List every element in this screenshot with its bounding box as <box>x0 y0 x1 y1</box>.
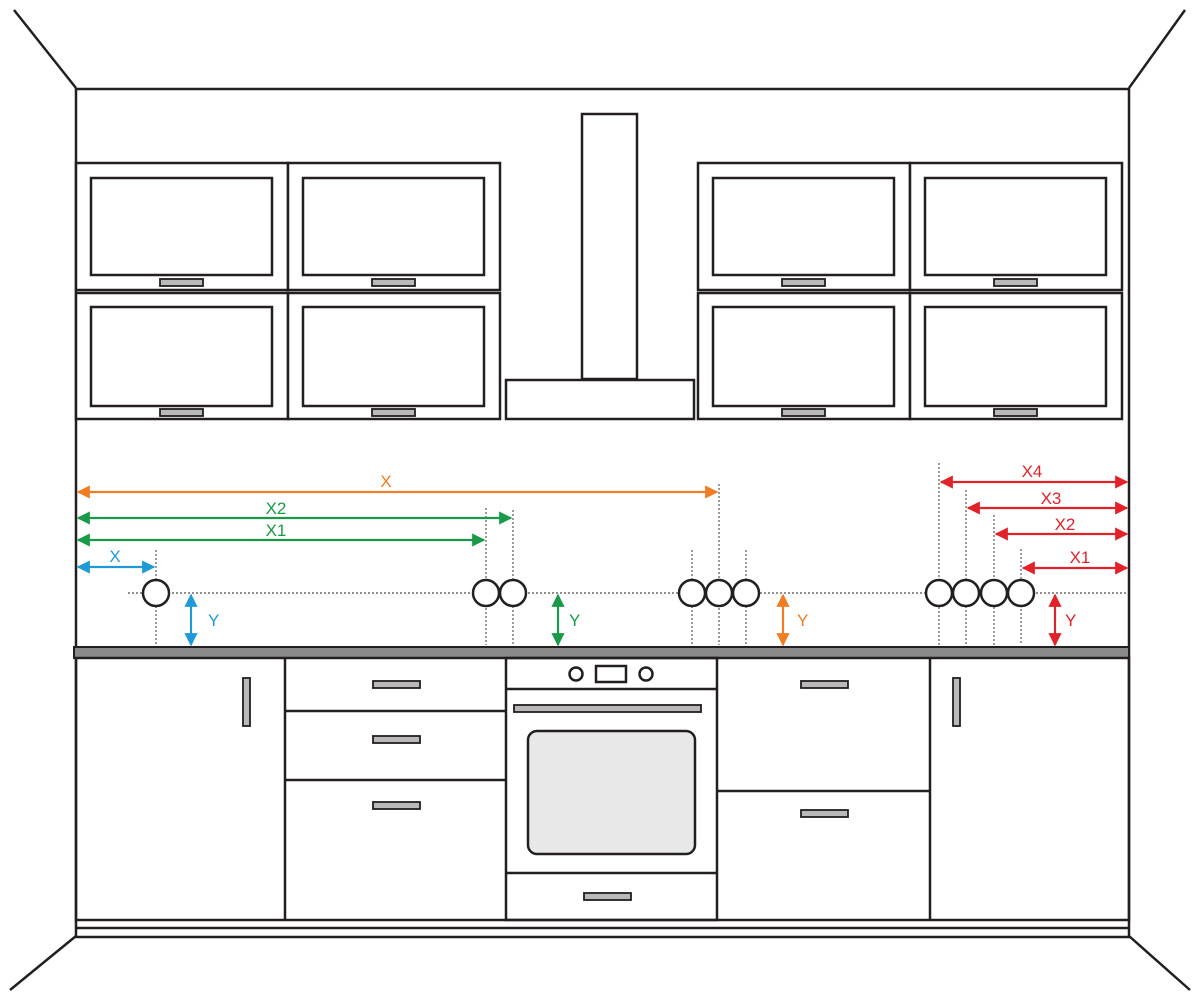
dimension-double: X2 X1 Y <box>76 499 580 647</box>
dim-label-x2: X2 <box>1055 515 1076 534</box>
dimension-triple: X Y <box>76 472 808 647</box>
oven-knob <box>638 666 654 682</box>
oven-window <box>526 729 697 856</box>
cabinet-handle <box>993 278 1038 287</box>
drawer-handle <box>372 735 421 744</box>
oven-door-handle <box>513 704 702 713</box>
outlet-circle <box>951 578 981 608</box>
outlet-group-quad <box>924 578 1036 608</box>
upper-cabinet-left-bottom-1 <box>74 291 290 421</box>
base-cabinet-right-door <box>952 677 961 727</box>
guide-lines <box>155 463 1022 645</box>
outlet-circle <box>471 578 501 608</box>
upper-cabinet-left-top-2 <box>286 161 502 292</box>
dimension-single: X Y <box>76 547 219 647</box>
back-wall <box>74 87 1131 939</box>
cabinet-handle <box>159 278 204 287</box>
oven <box>504 656 719 922</box>
dim-label-y: Y <box>797 611 808 630</box>
outlet-circle <box>979 578 1009 608</box>
upper-cabinet-right-top-2 <box>908 161 1124 292</box>
dim-label-y: Y <box>569 611 580 630</box>
room-outline <box>9 9 1191 991</box>
base-cabinet-left-door <box>242 658 287 920</box>
drawer-handle <box>372 801 421 810</box>
outlet-circle <box>924 578 954 608</box>
drawer-handle <box>800 680 849 689</box>
cabinet-handle <box>781 278 826 287</box>
oven-display <box>594 664 628 684</box>
cabinet-handle <box>159 408 204 417</box>
outlet-group-single <box>141 578 171 608</box>
drawer-handle <box>800 809 849 818</box>
range-hood <box>504 112 696 421</box>
dim-label-x1: X1 <box>266 521 287 540</box>
dim-label-y: Y <box>208 611 219 630</box>
oven-knob <box>568 666 584 682</box>
base-drawer-stack-left <box>285 680 506 810</box>
cabinet-handle <box>371 408 416 417</box>
upper-cabinet-right-bottom-1 <box>696 291 912 421</box>
outlet-circle <box>141 578 171 608</box>
outlet-group-double <box>471 578 528 608</box>
outlet-group-triple <box>677 578 761 608</box>
countertop <box>73 646 1130 659</box>
cabinet-handle <box>371 278 416 287</box>
outlet-circle <box>1006 578 1036 608</box>
outlet-circle <box>704 578 734 608</box>
upper-cabinet-right-bottom-2 <box>908 291 1124 421</box>
dim-label-x1: X1 <box>1070 548 1091 567</box>
dim-label-x2: X2 <box>266 499 287 518</box>
dim-label-x: X <box>109 547 120 566</box>
cabinet-handle <box>781 408 826 417</box>
dim-label-x3: X3 <box>1041 489 1062 508</box>
base-cabinets <box>74 656 1131 930</box>
upper-cabinet-left-top-1 <box>74 161 290 292</box>
outlet-circle <box>677 578 707 608</box>
dimension-quad: X4 X3 X2 X1 Y <box>939 462 1129 647</box>
cabinet-handle <box>952 677 961 727</box>
upper-cabinet-right-top-1 <box>696 161 912 292</box>
cabinet-handle <box>242 677 251 727</box>
dim-label-y: Y <box>1065 611 1076 630</box>
dim-label-x4: X4 <box>1022 462 1043 481</box>
drawer-handle <box>372 680 421 689</box>
outlet-circle <box>731 578 761 608</box>
base-drawer-stack-right <box>717 658 932 920</box>
outlet-circle <box>498 578 528 608</box>
cabinet-handle <box>993 408 1038 417</box>
upper-cabinets <box>74 161 1124 421</box>
dim-label-x: X <box>380 472 391 491</box>
oven-drawer-handle <box>583 892 632 901</box>
upper-cabinet-left-bottom-2 <box>286 291 502 421</box>
